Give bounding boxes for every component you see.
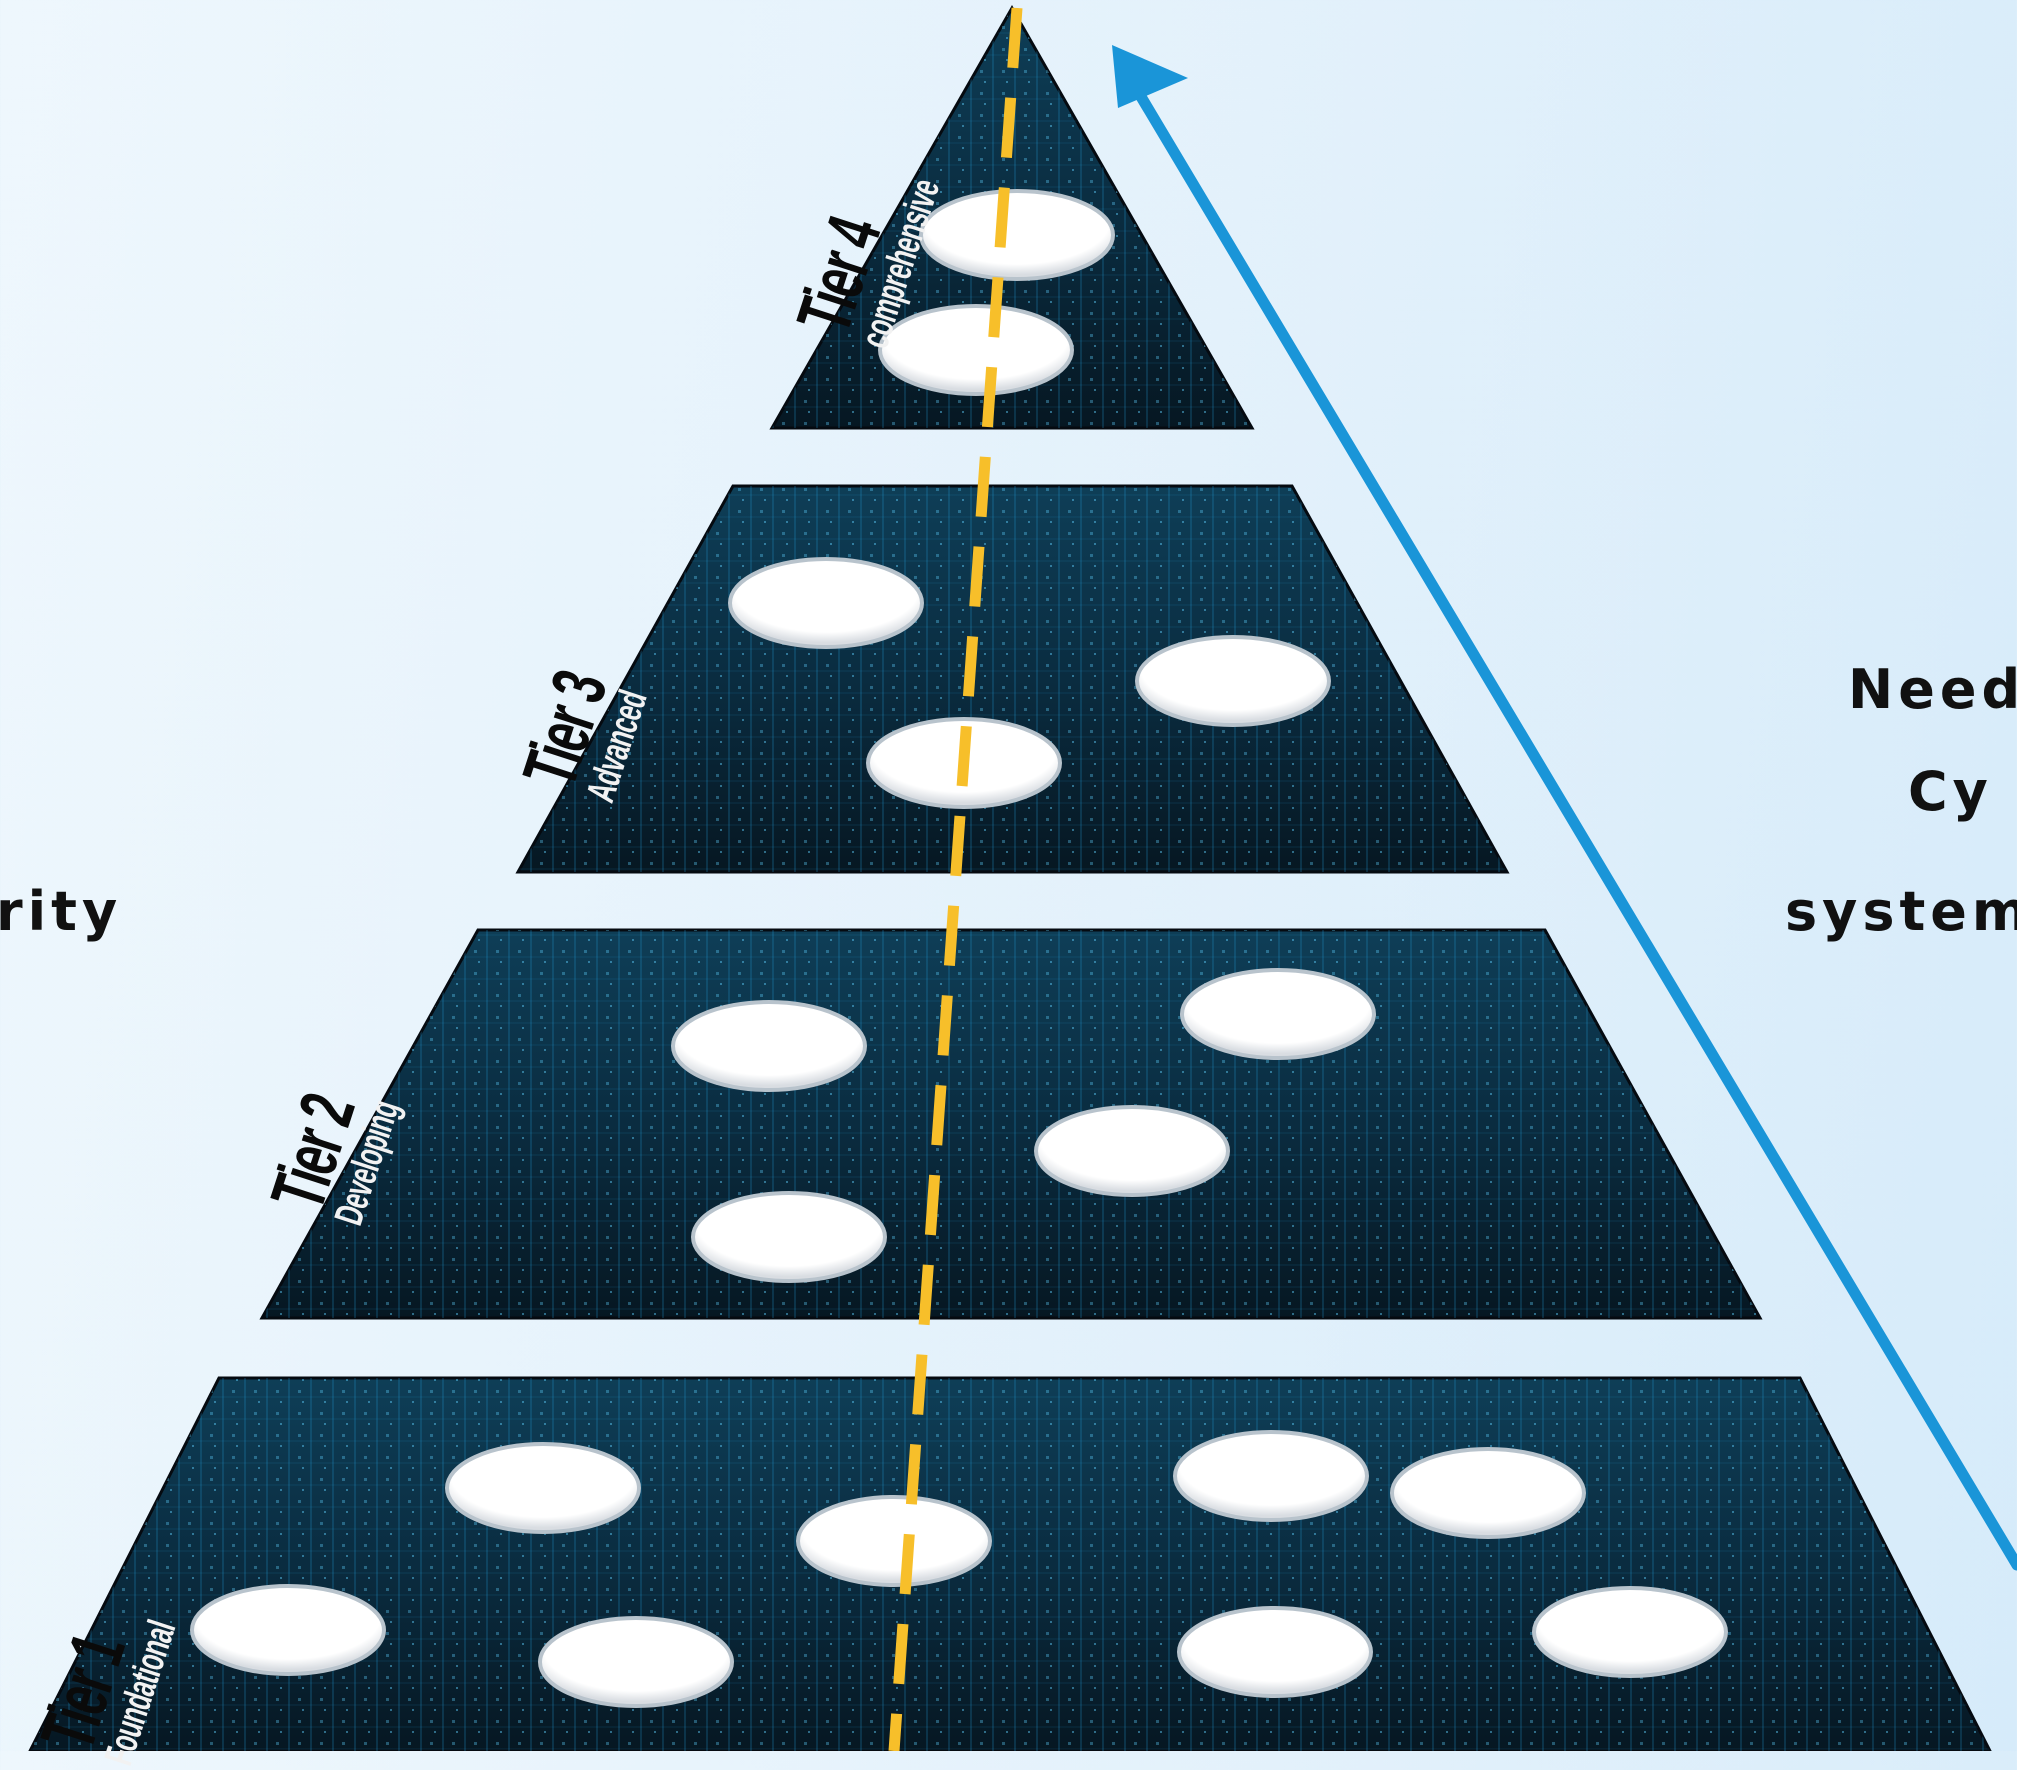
hole-slot-4-1 [919,189,1115,281]
hole-slot-2-2 [1180,968,1376,1060]
right-line-2: Cy [1908,760,1993,823]
tier-3-texture [518,486,1507,872]
hole-slot-2-4 [691,1191,887,1283]
tier-2-texture [262,930,1760,1318]
hole-slot-1-6 [1390,1447,1586,1539]
hole-slot-2-3 [1034,1105,1230,1197]
hole-slot-1-3 [538,1616,734,1708]
up-arrow-icon [1112,45,1188,108]
hole-slot-1-1 [190,1584,386,1676]
right-line-1: Need [1848,658,2017,721]
hole-slot-4-2 [878,304,1074,396]
hole-slot-2-1 [671,1000,867,1092]
progress-arrow-line [1134,89,2017,1571]
right-line-3: system [1785,880,2017,943]
hole-slot-1-2 [445,1442,641,1534]
hole-slot-3-1 [728,557,924,649]
hole-slot-3-2 [1135,635,1331,727]
tier-1-texture [30,1378,1990,1751]
hole-slot-1-5 [1173,1430,1369,1522]
hole-slot-1-7 [1532,1586,1728,1678]
dashed-center-line [888,7,1023,1752]
hole-slot-1-4 [796,1495,992,1587]
hole-slot-1-8 [1177,1606,1373,1698]
left-side-text: rity [0,880,123,943]
